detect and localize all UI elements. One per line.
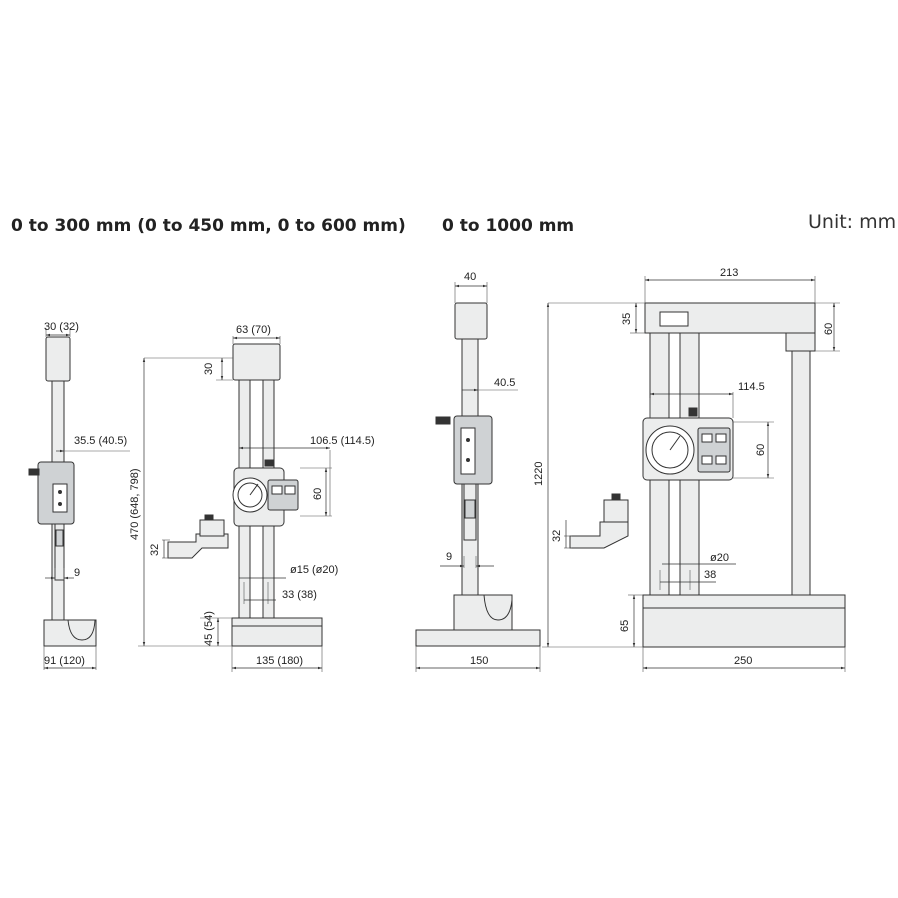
front1000-scriber [569, 521, 629, 549]
title-0-300mm: 0 to 300 mm (0 to 450 mm, 0 to 600 mm) [11, 216, 406, 236]
front1000-rear-column [791, 350, 811, 596]
dim-front-total-height: 470 (648, 798) [129, 468, 141, 540]
front1000-beam-drop [785, 332, 816, 352]
dim-front1000-column-dia: ø20 [710, 552, 729, 564]
side1000-plate [460, 427, 476, 475]
front-top-cap [232, 343, 281, 381]
front-fine-knob [264, 459, 274, 467]
dim-front1000-total-height: 1220 [533, 462, 545, 486]
side1000-base [415, 629, 541, 647]
front1000-fine-knob [688, 407, 698, 417]
dim-side1000-scriber: 9 [446, 551, 452, 563]
side1000-base-block [453, 594, 513, 631]
dim-front-base-height: 45 (54) [203, 611, 215, 646]
side-view-300: 30 (32) 35.5 (40.5) 9 91 (120) [28, 321, 130, 670]
dim-front-reach: 106.5 (114.5) [310, 435, 375, 447]
side1000-top-cap [454, 302, 488, 340]
title-0-1000mm: 0 to 1000 mm [442, 216, 575, 236]
dim-front1000-beam-height: 60 [823, 323, 835, 335]
dim-front1000-dial-height: 60 [755, 444, 767, 456]
dim-front1000-column-pitch: 38 [704, 569, 716, 581]
dim-side-base-width: 91 (120) [44, 655, 85, 667]
dim-front-top-height: 30 [203, 363, 215, 375]
dim-front1000-base-height: 65 [619, 620, 631, 632]
dim-front-base-width: 135 (180) [256, 655, 303, 667]
front1000-base [642, 594, 846, 648]
dim-front-dial-height: 60 [312, 488, 324, 500]
side-slider-plate [52, 483, 68, 513]
dim-side-scriber: 9 [74, 567, 80, 579]
front-base [231, 617, 323, 647]
dim-front1000-reach: 114.5 [738, 381, 765, 393]
side1000-handle [435, 416, 451, 425]
dim-front1000-top-height: 35 [621, 313, 633, 325]
dim-side1000-top-width: 40 [464, 271, 476, 283]
dim-side-top-width: 30 (32) [44, 321, 79, 333]
front-scriber [167, 533, 229, 559]
dim-front-column-dia: ø15 (ø20) [290, 564, 338, 576]
front-counter [267, 479, 299, 511]
front1000-clamp [603, 499, 629, 523]
dim-front1000-base-width: 250 [734, 655, 752, 667]
front-view-300: 63 (70) 30 470 (648, 798) 106.5 (114.5) … [129, 324, 375, 672]
unit-label: Unit: mm [808, 211, 897, 233]
dim-front-top-width: 63 (70) [236, 324, 271, 336]
front-view-1000: 213 35 60 1220 114.5 60 32 ø20 38 65 250 [533, 267, 846, 672]
dim-side1000-base-width: 150 [470, 655, 488, 667]
dim-side-offset: 35.5 (40.5) [74, 435, 127, 447]
dim-side1000-offset: 40.5 [494, 377, 515, 389]
side-base-block [43, 619, 97, 647]
dim-front-scriber-height: 32 [149, 544, 161, 556]
side-scriber-holder [54, 523, 65, 581]
side-view-1000: 40 40.5 9 150 [415, 271, 541, 672]
dim-front1000-top-width: 213 [720, 267, 738, 279]
dim-front-column-pitch: 33 (38) [282, 589, 317, 601]
dim-front1000-scriber-height: 32 [551, 530, 563, 542]
front-scriber-clamp [199, 519, 225, 537]
side-handle [28, 468, 40, 476]
side-top-cap [45, 336, 71, 382]
